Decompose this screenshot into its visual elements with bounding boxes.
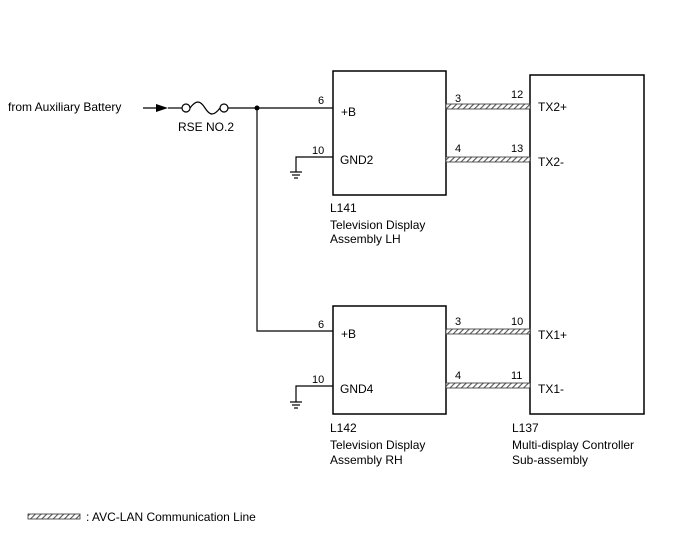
avc-lan-line-tx1-pos bbox=[445, 328, 531, 335]
power-branch-rh bbox=[256, 108, 333, 332]
source-arrow bbox=[143, 104, 168, 112]
lh-gnd-pin-number: 10 bbox=[312, 145, 324, 157]
lh-code-label: L141 bbox=[330, 201, 357, 215]
rh-name-line2: Assembly RH bbox=[330, 453, 403, 467]
lh-name-line1: Television Display bbox=[330, 218, 425, 232]
ctrl-tx2-pos-pin-number: 12 bbox=[511, 89, 523, 101]
lh-bplus-pin-number: 6 bbox=[318, 95, 324, 107]
lh-bplus-pin-name: +B bbox=[341, 105, 356, 119]
rh-gnd-pin-number: 10 bbox=[312, 374, 324, 386]
display-lh-box bbox=[332, 70, 447, 196]
ctrl-tx2-neg-pin-number: 13 bbox=[511, 143, 523, 155]
rh-tx-pos-pin-number: 3 bbox=[455, 316, 461, 328]
ctrl-tx1-neg-pin-number: 11 bbox=[511, 370, 522, 382]
rh-code-label: L142 bbox=[330, 421, 357, 435]
controller-name-line2: Sub-assembly bbox=[512, 453, 588, 467]
source-label: from Auxiliary Battery bbox=[8, 100, 121, 114]
ctrl-tx2-pos-pin-name: TX2+ bbox=[538, 100, 567, 114]
controller-box bbox=[529, 74, 645, 415]
lh-tx-neg-pin-number: 4 bbox=[455, 143, 461, 155]
display-rh-box bbox=[332, 305, 447, 415]
ctrl-tx1-pos-pin-name: TX1+ bbox=[538, 328, 567, 342]
avc-lan-line-tx2-neg bbox=[445, 156, 531, 163]
lh-tx-pos-pin-number: 3 bbox=[455, 93, 461, 105]
lh-gnd-pin-name: GND2 bbox=[340, 153, 374, 167]
rh-ground-symbol bbox=[290, 385, 333, 409]
fuse-label: RSE NO.2 bbox=[178, 120, 234, 134]
controller-code-label: L137 bbox=[512, 421, 539, 435]
legend-label: : AVC-LAN Communication Line bbox=[86, 510, 256, 524]
controller-name-line1: Multi-display Controller bbox=[512, 438, 634, 452]
rh-tx-neg-pin-number: 4 bbox=[455, 370, 461, 382]
avc-lan-line-tx2-pos bbox=[445, 103, 531, 110]
lh-name-line2: Assembly LH bbox=[330, 232, 401, 246]
rh-gnd-pin-name: GND4 bbox=[340, 382, 374, 396]
fuse-symbol bbox=[168, 101, 333, 115]
ctrl-tx1-pos-pin-number: 10 bbox=[511, 316, 523, 328]
ctrl-tx2-neg-pin-name: TX2- bbox=[538, 155, 564, 169]
rh-name-line1: Television Display bbox=[330, 438, 425, 452]
rh-bplus-pin-number: 6 bbox=[318, 319, 324, 331]
rh-bplus-pin-name: +B bbox=[341, 327, 356, 341]
ctrl-tx1-neg-pin-name: TX1- bbox=[538, 382, 564, 396]
legend-swatch bbox=[27, 513, 81, 520]
avc-lan-line-tx1-neg bbox=[445, 382, 531, 389]
lh-ground-symbol bbox=[290, 156, 333, 179]
